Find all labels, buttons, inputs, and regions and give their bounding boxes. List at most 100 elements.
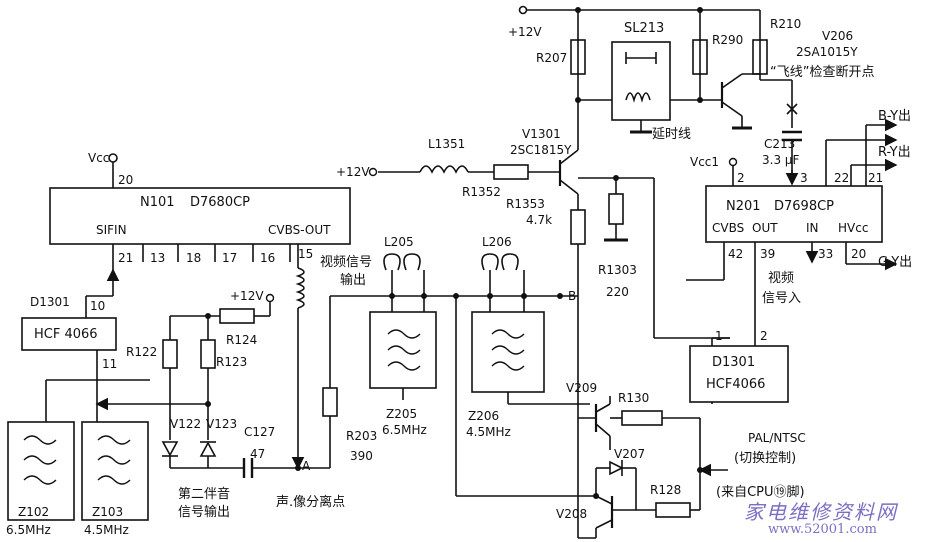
- junction-dots: [205, 7, 703, 499]
- pal-ntsc-switch: [578, 396, 728, 539]
- l205-label: L205: [384, 235, 414, 249]
- r1303-value-label: 220: [606, 285, 629, 299]
- r203-label: R203: [346, 429, 378, 443]
- vcc1-label: Vcc1: [690, 155, 720, 169]
- n201-out: OUT: [752, 221, 778, 235]
- d1301-left-name: HCF 4066: [34, 327, 98, 342]
- r1353-value-label: 4.7k: [526, 213, 553, 227]
- video-out-label-2: 输出: [340, 273, 367, 288]
- c213-value-label: 3.3 μF: [762, 153, 800, 167]
- n101-cvbs-out: CVBS-OUT: [268, 223, 331, 237]
- delay-line-section: [518, 5, 802, 186]
- z103-value-label: 4.5MHz: [84, 523, 129, 537]
- d1301-left-pin11: 11: [102, 357, 118, 371]
- z206-label: Z206: [468, 409, 500, 423]
- n201-pin2: 2: [737, 171, 745, 185]
- node-a-label: A: [302, 459, 311, 473]
- r203-value-label: 390: [350, 449, 373, 463]
- r1303-label: R1303: [598, 263, 637, 277]
- flyline-breakpoint-label: “飞线”检查断开点: [770, 65, 875, 80]
- gy-output-label: G-Y出: [878, 255, 913, 270]
- z205-label: Z205: [386, 407, 418, 421]
- r290-label: R290: [712, 33, 744, 47]
- v206-part-label: 2SA1015Y: [796, 45, 858, 59]
- video-in-label-2: 信号入: [762, 291, 802, 306]
- l1351-label: L1351: [428, 137, 466, 151]
- c213-label: C213: [764, 137, 796, 151]
- n201-pin33: 33: [818, 247, 834, 261]
- z103-label: Z103: [92, 505, 124, 519]
- d1301-right-name: HCF4066: [706, 377, 766, 392]
- n101-pin13: 13: [150, 251, 166, 265]
- n101-pin15: 15: [298, 247, 314, 261]
- pal-ntsc-label: PAL/NTSC: [748, 431, 806, 445]
- n101-pin20: 20: [118, 173, 134, 187]
- c127-value-label: 47: [250, 447, 266, 461]
- v122-label: V122: [170, 417, 202, 431]
- ry-output-label: R-Y出: [878, 145, 911, 160]
- d1301-left-pin10: 10: [90, 299, 106, 313]
- n101-name: N101: [140, 195, 175, 210]
- left-filters: [7, 421, 149, 521]
- switch-control-label: (切换控制): [734, 451, 797, 466]
- power-nodes: [265, 157, 738, 303]
- c127-label: C127: [244, 425, 276, 439]
- separation-point-label: 声.像分离点: [276, 495, 346, 510]
- v1301-buffer-section: [378, 100, 730, 538]
- by-output-label: B-Y出: [878, 109, 912, 124]
- video-out-label-1: 视频信号: [320, 255, 373, 270]
- n101-pin18: 18: [186, 251, 202, 265]
- l206-label: L206: [482, 235, 512, 249]
- delay-line-label: 延时线: [652, 127, 692, 142]
- r1352-label: R1352: [462, 185, 501, 199]
- n201-chip-outline: [686, 118, 898, 338]
- n201-pin21: 21: [868, 171, 884, 185]
- z102-label: Z102: [18, 505, 50, 519]
- plus12v-top-label: +12V: [508, 25, 542, 39]
- n201-hvcc: HVcc: [838, 221, 869, 235]
- v209-label: V209: [566, 381, 598, 395]
- v207-label: V207: [614, 447, 646, 461]
- node-b-label: B: [568, 289, 577, 303]
- d1301-right-pin1: 1: [715, 329, 723, 343]
- r123-label: R123: [216, 355, 248, 369]
- n101-pin21: 21: [118, 251, 134, 265]
- v1301-part-label: 2SC1815Y: [510, 143, 572, 157]
- n101-pin17: 17: [222, 251, 238, 265]
- v123-label: V123: [206, 417, 238, 431]
- v1301-label: V1301: [522, 127, 561, 141]
- ceramic-filter-chain: [330, 253, 596, 497]
- video-in-label-1: 视频: [768, 271, 795, 286]
- v208-label: V208: [556, 507, 588, 521]
- n101-sifin: SIFIN: [96, 223, 127, 237]
- d1301-right-pin2: 2: [760, 329, 768, 343]
- watermark-url: www.52001.com: [768, 522, 877, 537]
- plus12v-left-label: +12V: [230, 289, 264, 303]
- r122-label: R122: [126, 345, 158, 359]
- n201-pin20: 20: [851, 247, 867, 261]
- r207-label: R207: [536, 51, 568, 65]
- r128-label: R128: [650, 483, 682, 497]
- second-sound-label-2: 信号输出: [178, 505, 231, 520]
- n201-pin42: 42: [728, 247, 744, 261]
- watermark-text: 家电维修资料网: [744, 500, 898, 524]
- d1301-right-ref: D1301: [712, 355, 756, 370]
- v206-label: V206: [822, 29, 854, 43]
- r1353-label: R1353: [506, 197, 545, 211]
- second-sound-label-1: 第二伴音: [178, 487, 231, 502]
- n101-chip-outline: [21, 153, 351, 422]
- r210-label: R210: [770, 17, 802, 31]
- n201-part: D7698CP: [774, 199, 835, 214]
- n101-part: D7680CP: [190, 195, 251, 210]
- sl213-label: SL213: [624, 21, 665, 36]
- n201-in: IN: [806, 221, 819, 235]
- n201-pin3: 3: [800, 171, 808, 185]
- z206-value-label: 4.5MHz: [466, 425, 511, 439]
- d1301-left-ref: D1301: [30, 295, 70, 309]
- n101-pin16: 16: [260, 251, 276, 265]
- r130-label: R130: [618, 391, 650, 405]
- n201-pin39: 39: [760, 247, 776, 261]
- n201-pin22: 22: [834, 171, 850, 185]
- n201-cvbs: CVBS: [712, 221, 745, 235]
